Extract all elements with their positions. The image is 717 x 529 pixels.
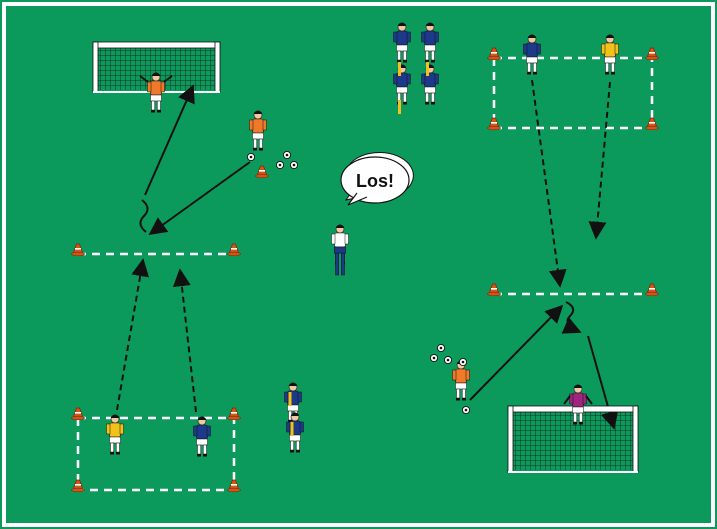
- ball: [247, 153, 254, 160]
- ball: [430, 354, 437, 361]
- ball: [462, 406, 469, 413]
- ball: [290, 161, 297, 168]
- ball: [437, 344, 444, 351]
- goal-bottom-right: [508, 406, 638, 472]
- speech-text: Los!: [356, 171, 394, 191]
- ball: [459, 358, 466, 365]
- ball: [276, 161, 283, 168]
- ball: [283, 151, 290, 158]
- ball: [444, 356, 451, 363]
